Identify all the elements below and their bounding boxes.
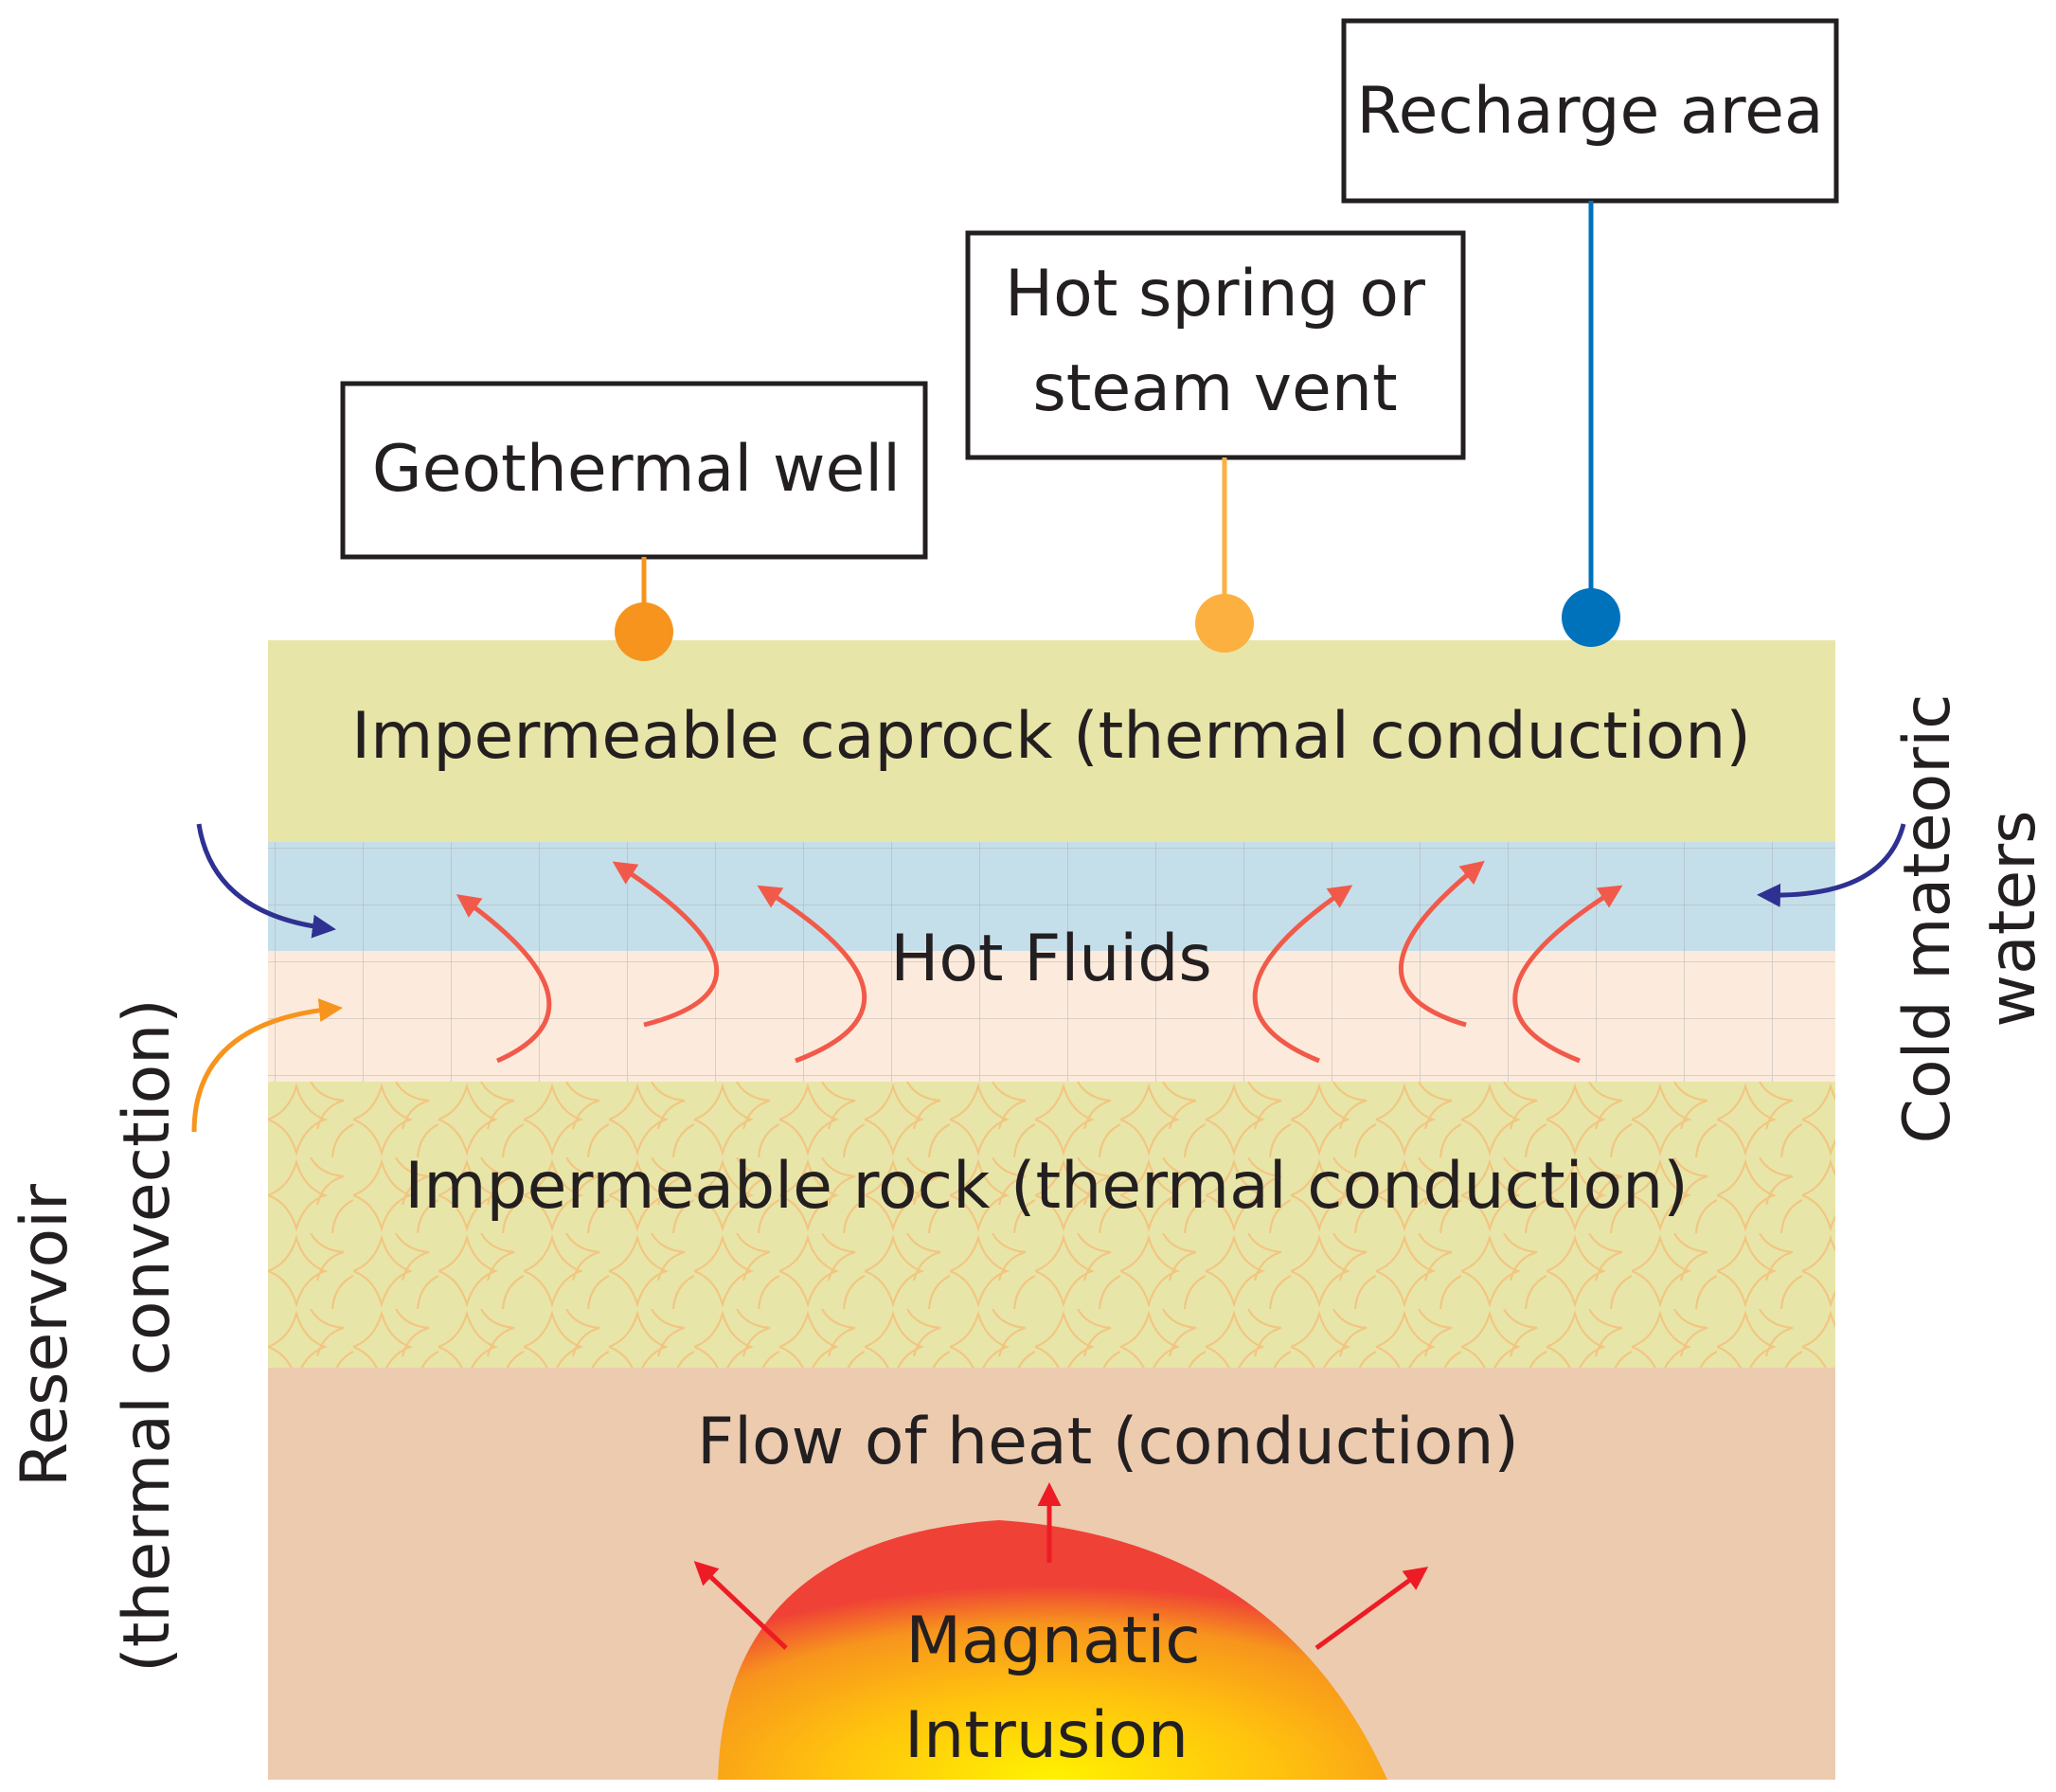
flow-of-heat-label: Flow of heat (conduction) <box>697 1405 1519 1479</box>
recharge-marker <box>1562 588 1620 647</box>
hot-spring-label-line2: steam vent <box>1032 351 1397 426</box>
hot-spring-marker <box>1195 594 1254 653</box>
geothermal-well-label: Geothermal well <box>372 432 901 507</box>
heat-arrow-right <box>1314 1567 1429 1651</box>
rock-texture <box>268 1082 1835 1368</box>
caprock-layer <box>268 640 1835 842</box>
caprock-label: Impermeable caprock (thermal conduction) <box>351 699 1751 774</box>
convection-arrow-6 <box>1512 885 1623 1064</box>
convection-arrows <box>456 860 1623 1064</box>
geothermal-well-marker <box>615 602 673 661</box>
convection-arrow-3 <box>757 885 867 1064</box>
convection-arrow-2 <box>612 861 720 1028</box>
geothermal-well-box <box>340 381 928 560</box>
hot-fluids-label: Hot Fluids <box>890 922 1212 996</box>
hot-spring-box <box>965 230 1466 460</box>
cold-waters-label-line2: waters <box>1976 810 2050 1027</box>
hot-spring-label-line1: Hot spring or <box>1005 257 1425 332</box>
convection-arrow-4 <box>1252 885 1353 1064</box>
cold-water-arrow-left <box>196 823 336 939</box>
recharge-area-label: Recharge area <box>1356 74 1823 149</box>
reservoir-label-line1: Reservoir <box>8 1184 82 1487</box>
convection-arrow-5 <box>1398 860 1485 1028</box>
recharge-area-box <box>1341 18 1839 204</box>
impermeable-rock-label: Impermeable rock (thermal conduction) <box>404 1149 1689 1224</box>
convection-arrow-1 <box>456 894 552 1064</box>
magma-intrusion-dome <box>718 1520 1387 1780</box>
reservoir-arrow <box>191 998 343 1133</box>
magma-label-line2: Intrusion <box>904 1698 1189 1773</box>
reservoir-label-line2: (thermal convection) <box>110 998 185 1673</box>
magma-label-line1: Magnatic <box>905 1604 1200 1678</box>
cold-water-arrow-right <box>1757 823 1906 907</box>
heat-arrow-left <box>693 1561 788 1650</box>
cold-waters-label-line1: Cold mateoric <box>1890 693 1965 1143</box>
